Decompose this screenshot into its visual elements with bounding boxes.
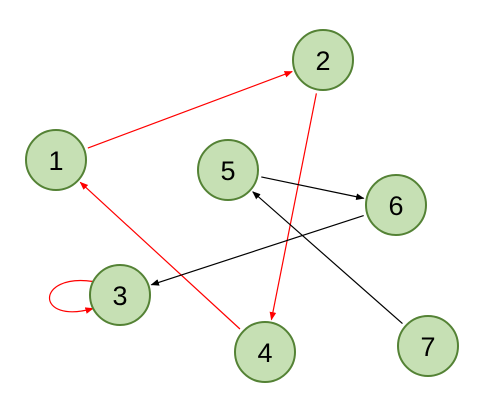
node-7: 7 bbox=[397, 315, 459, 377]
node-3-circle bbox=[89, 264, 151, 326]
node-5: 5 bbox=[197, 139, 259, 201]
node-1: 1 bbox=[25, 129, 87, 191]
node-4-circle bbox=[234, 321, 296, 383]
edge-5-to-6 bbox=[261, 176, 365, 201]
edges-layer bbox=[48, 71, 403, 330]
edge-1-to-2 bbox=[87, 71, 293, 149]
edge-6-to-3 bbox=[150, 214, 364, 286]
node-3: 3 bbox=[89, 264, 151, 326]
edge-7-to-5 bbox=[252, 191, 403, 324]
node-4-label: 4 bbox=[257, 338, 272, 368]
edge-2-to-4 bbox=[269, 93, 317, 321]
edge-4-to-1 bbox=[79, 181, 241, 330]
node-6: 6 bbox=[365, 174, 427, 236]
nodes-layer: 1 2 3 4 5 6 7 bbox=[25, 29, 459, 383]
node-4: 4 bbox=[234, 321, 296, 383]
node-3-label: 3 bbox=[112, 281, 127, 311]
node-7-label: 7 bbox=[420, 332, 435, 362]
node-2: 2 bbox=[292, 29, 354, 91]
node-1-circle bbox=[25, 129, 87, 191]
node-2-circle bbox=[292, 29, 354, 91]
node-6-label: 6 bbox=[388, 191, 403, 221]
node-7-circle bbox=[397, 315, 459, 377]
node-5-label: 5 bbox=[220, 156, 235, 186]
edge-3-to-3 bbox=[48, 279, 94, 314]
node-2-label: 2 bbox=[315, 46, 330, 76]
node-1-label: 1 bbox=[48, 146, 63, 176]
node-5-circle bbox=[197, 139, 259, 201]
node-6-circle bbox=[365, 174, 427, 236]
